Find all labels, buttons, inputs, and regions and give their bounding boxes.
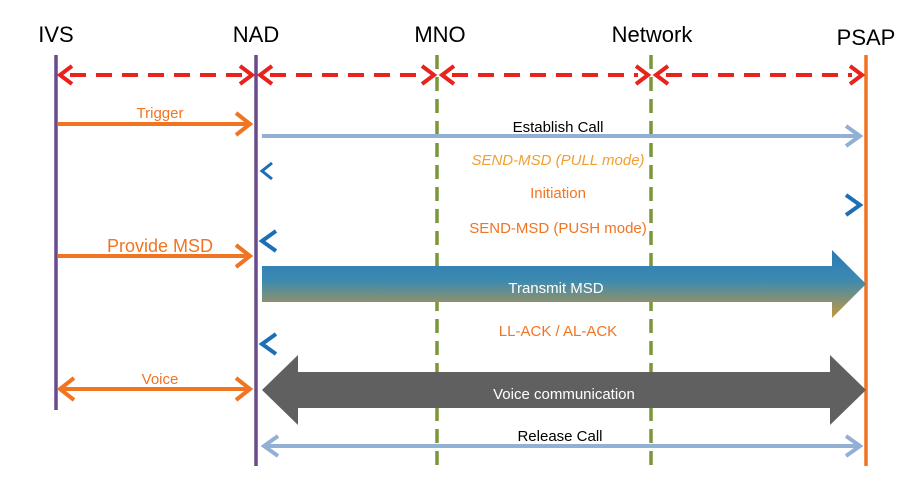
arrow-voice: [56, 376, 254, 402]
node-label-psap: PSAP: [837, 25, 896, 50]
label-initiation: Initiation: [530, 185, 586, 202]
label-send-msd-pull: SEND-MSD (PULL mode): [471, 152, 644, 169]
label-provide-msd: Provide MSD: [107, 236, 213, 256]
label-ack: LL-ACK / AL-ACK: [499, 323, 617, 340]
arrow-initiation: [262, 193, 864, 217]
label-voice: Voice: [142, 371, 179, 388]
label-establish-call: Establish Call: [513, 119, 604, 136]
arrow-release-call: [260, 434, 864, 458]
node-label-mno: MNO: [414, 22, 465, 47]
segment-arrows: [56, 64, 866, 86]
arrow-ack: [258, 332, 866, 356]
arrow-provide-msd: [58, 243, 254, 269]
arrow-establish-call: [262, 124, 864, 148]
label-transmit-msd: Transmit MSD: [508, 280, 603, 297]
arrow-trigger: [58, 111, 254, 137]
arrow-send-msd-pull: [259, 161, 860, 181]
arrow-voice-communication: [262, 355, 866, 425]
label-trigger: Trigger: [137, 105, 184, 122]
node-label-network: Network: [612, 22, 694, 47]
node-label-nad: NAD: [233, 22, 279, 47]
node-label-ivs: IVS: [38, 22, 73, 47]
label-send-msd-push: SEND-MSD (PUSH mode): [469, 220, 647, 237]
label-voice-communication: Voice communication: [493, 386, 635, 403]
label-release-call: Release Call: [517, 428, 602, 445]
arrow-transmit-msd: [262, 250, 866, 318]
arrow-send-msd-push: [258, 229, 866, 253]
